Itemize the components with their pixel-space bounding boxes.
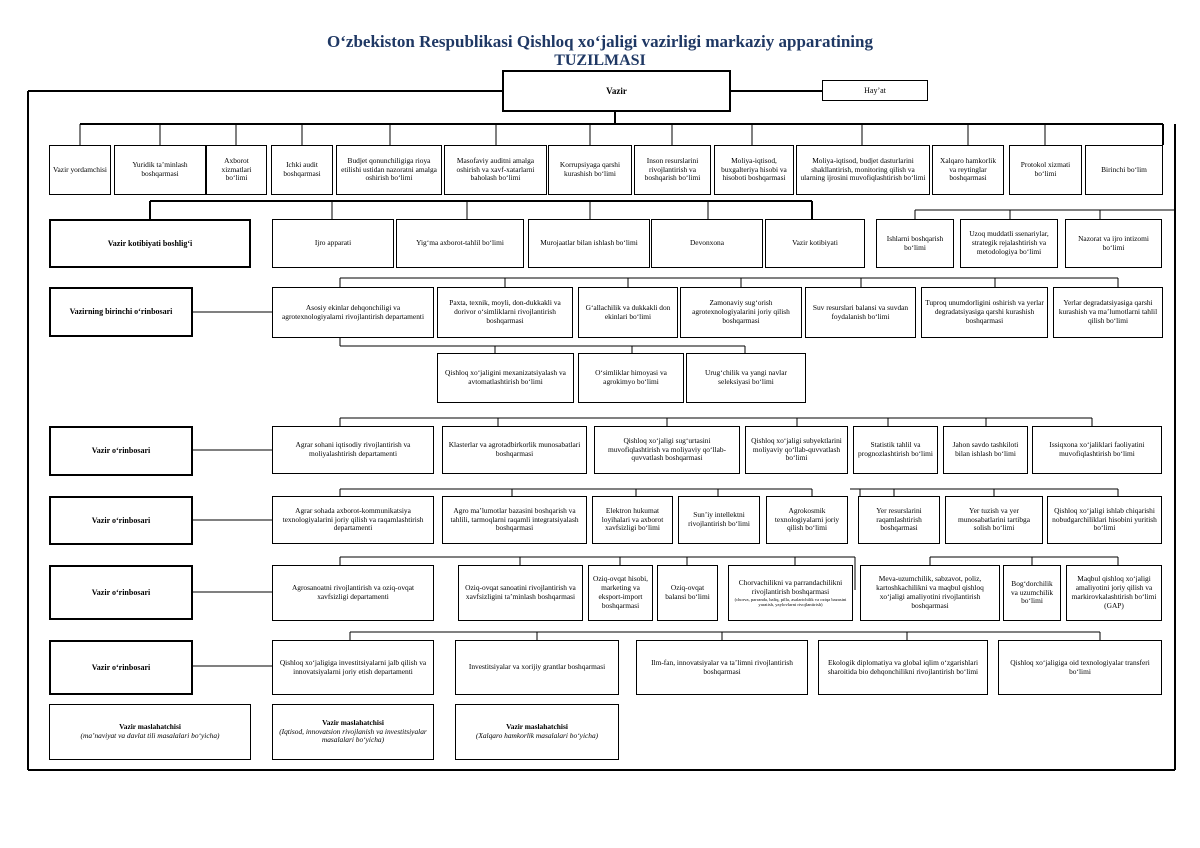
row5-head-orinbosar: Vazir o‘rinbosari: [49, 496, 193, 545]
row3-box-yerlar-degradatsiya: Yerlar degradatsiyasiga qarshi kurashish…: [1053, 287, 1163, 338]
row6-box-oziq-ovqat-balansi: Oziq-ovqat balansi bo‘limi: [657, 565, 718, 621]
row5-box-agro-malumotlar: Agro ma’lumotlar bazasini boshqarish va …: [442, 496, 587, 544]
row1-box-vazir-yordamchisi: Vazir yordamchisi: [49, 145, 111, 195]
row6-box-chorvachilik: Chorvachilikni va parrandachilikni rivoj…: [728, 565, 853, 621]
chorva-note: (chorva, parranda, baliq, pillа, asalari…: [734, 596, 847, 607]
row6-box-meva-uzumchilik: Meva-uzumchilik, sabzavot, poliz, kartos…: [860, 565, 1000, 621]
row4-head-orinbosar: Vazir o‘rinbosari: [49, 426, 193, 476]
row1-box-yuridik: Yuridik ta’minlash boshqarmasi: [114, 145, 206, 195]
row7-box-ekologik-diplomatiya: Ekologik diplomatiya va global iqlim o‘z…: [818, 640, 988, 695]
row4-box-jahon-savdo: Jahon savdo tashkiloti bilan ishlash bo‘…: [943, 426, 1028, 474]
row4-box-issiqxona: Issiqxona xo‘jaliklari faoliyatini muvof…: [1032, 426, 1162, 474]
row3-box-paxta: Paxta, texnik, moyli, don-dukkakli va do…: [437, 287, 573, 338]
row1-box-ichki-audit: Ichki audit boshqarmasi: [271, 145, 333, 195]
row7-box-ilm-fan: Ilm-fan, innovatsiyalar va ta’limni rivo…: [636, 640, 808, 695]
row6-box-gap: Maqbul qishloq xo‘jaligi amaliyotini jor…: [1066, 565, 1162, 621]
row3-box-zamonaviy-sugorish: Zamonaviy sug‘orish agrotexnologiyalarin…: [680, 287, 802, 338]
row5-box-yer-tuzish: Yer tuzish va yer munosabatlarini tartib…: [945, 496, 1043, 544]
title-line-1: O‘zbekiston Respublikasi Qishloq xo‘jali…: [327, 32, 873, 51]
row1-box-axborot: Axborot xizmatlari bo‘limi: [206, 145, 267, 195]
row3-sub-osimliklar-himoyasi: O‘simliklar himoyasi va agrokimyo bo‘lim…: [578, 353, 684, 403]
row7-head-orinbosar: Vazir o‘rinbosari: [49, 640, 193, 695]
row1-box-protokol: Protokol xizmati bo‘limi: [1009, 145, 1082, 195]
row6-head-orinbosar: Vazir o‘rinbosari: [49, 565, 193, 620]
row3-box-asosiy-ekinlar: Asosiy ekinlar dehqonchiligi va agrotexn…: [272, 287, 434, 338]
title-line-2: TUZILMASI: [554, 52, 646, 69]
row5-box-elektron-hukumat: Elektron hukumat loyihalari va axborot x…: [592, 496, 673, 544]
row8-maslahatchi-manaviyat: Vazir maslahatchisi (ma’naviyat va davla…: [49, 704, 251, 760]
row6-box-bogdorchilik: Bog‘dorchilik va uzumchilik bo‘limi: [1003, 565, 1061, 621]
row1-box-inson-resurslari: Inson resurslarini rivojlantirish va bos…: [634, 145, 711, 195]
row2-box-ishlarni-boshqarish: Ishlarni boshqarish bo‘limi: [876, 219, 954, 268]
row7-box-investitsiyalar-grantlar: Investitsiyalar va xorijiy grantlar bosh…: [455, 640, 619, 695]
row4-box-agrar-iqtisodiy: Agrar sohani iqtisodiy rivojlantirish va…: [272, 426, 434, 474]
row5-box-agrokosmik: Agrokosmik texnologiyalarni joriy qilish…: [766, 496, 848, 544]
row3-head-birinchi-orinbosar: Vazirning birinchi o‘rinbosari: [49, 287, 193, 337]
row2-box-nazorat: Nazorat va ijro intizomi bo‘limi: [1065, 219, 1162, 268]
row2-box-murojaatlar: Murojaatlar bilan ishlash bo‘limi: [528, 219, 650, 268]
row5-box-nobudgarchilik: Qishloq xo‘jaligi ishlab chiqarishi nobu…: [1047, 496, 1162, 544]
row8-maslahatchi-xalqaro: Vazir maslahatchisi (Xalqaro hamkorlik m…: [455, 704, 619, 760]
row3-sub-urugchilik: Urug‘chilik va yangi navlar seleksiyasi …: [686, 353, 806, 403]
row5-box-axborot-kommunikatsiya: Agrar sohada axborot-kommunikatsiya texn…: [272, 496, 434, 544]
row6-box-agrosanoat: Agrosanoatni rivojlantirish va oziq-ovqa…: [272, 565, 434, 621]
row1-box-budjet-dasturlari: Moliya-iqtisod, budjet dasturlarini shak…: [796, 145, 930, 195]
row1-box-xalqaro: Xalqaro hamkorlik va reytinglar boshqarm…: [932, 145, 1004, 195]
row2-box-yigma: Yig‘ma axborot-tahlil bo‘limi: [396, 219, 524, 268]
row1-box-budjet-nazorat: Budjet qonunchiligiga rioya etilishi ust…: [336, 145, 442, 195]
row2-box-kotibiyat: Vazir kotibiyati: [765, 219, 865, 268]
row7-box-texnologiyalar-transferi: Qishloq xo‘jaligiga oid texnologiyalar t…: [998, 640, 1162, 695]
row5-box-yer-resurslari: Yer resurslarini raqamlashtirish boshqar…: [858, 496, 940, 544]
row3-sub-mexanizatsiya: Qishloq xo‘jaligini mexanizatsiyalash va…: [437, 353, 574, 403]
row4-box-sugurta: Qishloq xo‘jaligi sug‘urtasini muvofiqla…: [594, 426, 740, 474]
row2-head-kotibiyat: Vazir kotibiyati boshlig‘i: [49, 219, 251, 268]
row2-box-ssenariylar: Uzoq muddatli ssenariylar, strategik rej…: [960, 219, 1058, 268]
hayat-box: Hay’at: [822, 80, 928, 101]
row5-box-suniy-intellekt: Sun’iy intellektni rivojlantirish bo‘lim…: [678, 496, 760, 544]
row1-box-birinchi: Birinchi bo‘lim: [1085, 145, 1163, 195]
row6-box-oziq-ovqat-hisobi: Oziq-ovqat hisobi, marketing va eksport-…: [588, 565, 653, 621]
row6-box-oziq-ovqat-sanoati: Oziq-ovqat sanoatini rivojlantirish va x…: [458, 565, 583, 621]
row1-box-moliya-iqtisod: Moliya-iqtisod, buxgalteriya hisobi va h…: [714, 145, 794, 195]
row4-box-subyektlar: Qishloq xo‘jaligi subyektlarini moliyavi…: [745, 426, 848, 474]
row3-box-suv-resurslari: Suv resurslari balansi va suvdan foydala…: [805, 287, 916, 338]
row4-box-klasterlar: Klasterlar va agrotadbirkorlik munosabat…: [442, 426, 587, 474]
row1-box-korrupsiya: Korrupsiyaga qarshi kurashish bo‘limi: [548, 145, 632, 195]
row4-box-statistik: Statistik tahlil va prognozlashtirish bo…: [853, 426, 938, 474]
vazir-box: Vazir: [502, 70, 731, 112]
row2-box-devonxona: Devonxona: [651, 219, 763, 268]
row3-box-tuproq: Tuproq unumdorligini oshirish va yerlar …: [921, 287, 1048, 338]
row8-maslahatchi-iqtisod: Vazir maslahatchisi (Iqtisod, innovatsio…: [272, 704, 434, 760]
row3-box-gallachilik: G‘allachilik va dukkakli don ekinlari bo…: [578, 287, 678, 338]
row1-box-masofaviy-audit: Masofaviy auditni amalga oshirish va xav…: [444, 145, 547, 195]
row2-box-ijro: Ijro apparati: [272, 219, 394, 268]
row7-box-investitsiya-departament: Qishloq xo‘jaligiga investitsiyalarni ja…: [272, 640, 434, 695]
